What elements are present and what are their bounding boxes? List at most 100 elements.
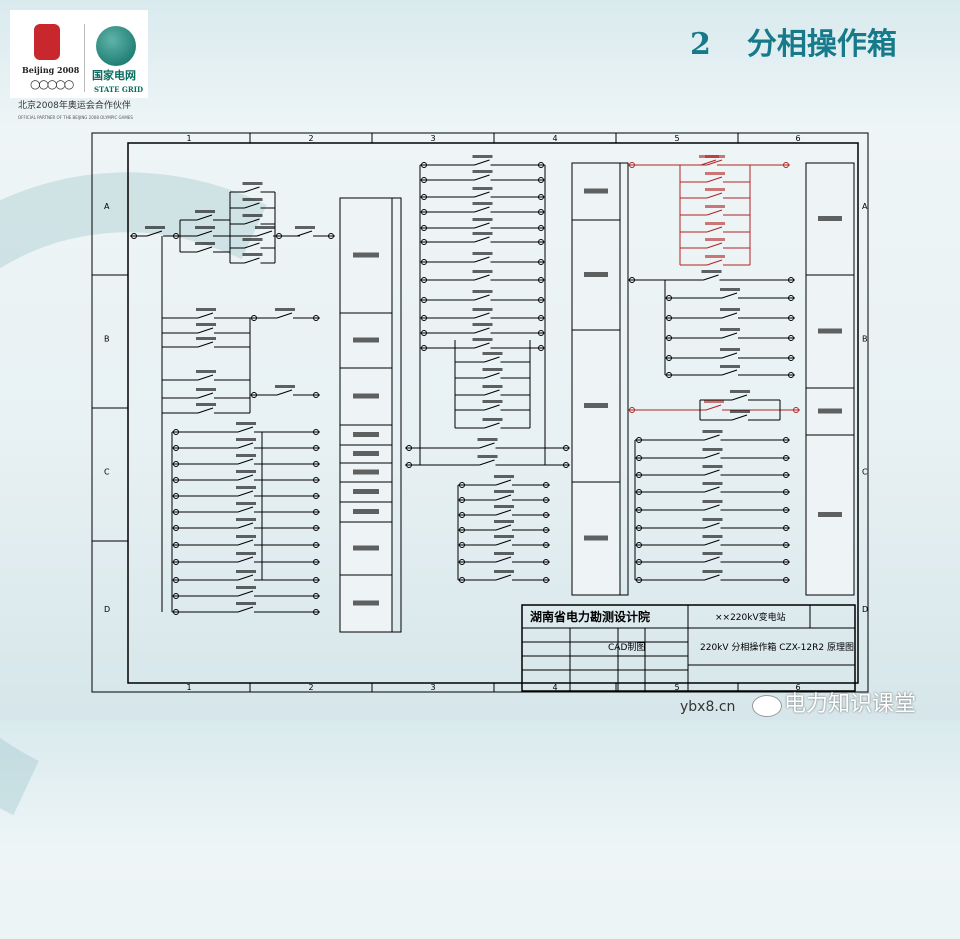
contact-row	[420, 218, 545, 231]
terminal-icon	[313, 315, 319, 321]
contact-icon	[484, 404, 500, 411]
contact-label	[705, 205, 725, 208]
terminal-icon	[328, 233, 334, 239]
contact-row	[130, 226, 180, 239]
state-grid-en: STATE GRID	[94, 85, 144, 94]
contact-row	[665, 365, 795, 378]
contact-row	[635, 552, 790, 565]
contact-icon	[484, 356, 500, 363]
contact-row	[172, 502, 320, 515]
terminal-icon	[543, 512, 549, 518]
contact-icon	[484, 372, 500, 379]
terminal-icon	[788, 372, 794, 378]
function-box-col2	[339, 367, 393, 426]
contact-icon	[197, 341, 214, 348]
terminal-icon	[313, 429, 319, 435]
terminal-icon	[636, 525, 642, 531]
contact-row	[635, 430, 790, 443]
contact-icon	[474, 222, 490, 229]
contact-row	[172, 535, 320, 548]
contact-label	[494, 552, 514, 555]
column-label-bottom-6: 6	[795, 683, 800, 692]
contact-label	[494, 475, 514, 478]
contact-label	[702, 430, 723, 433]
terminal-icon	[788, 315, 794, 321]
terminal-icon	[666, 372, 672, 378]
contact-row	[172, 470, 320, 483]
terminal-icon	[459, 527, 465, 533]
contact-label	[236, 422, 256, 425]
terminal-icon	[543, 527, 549, 533]
terminal-icon	[783, 437, 789, 443]
contact-row	[458, 505, 550, 518]
contact-icon	[704, 522, 720, 529]
contact-label	[236, 470, 256, 473]
row-label-right-A: A	[862, 202, 868, 211]
contact-label	[295, 226, 315, 229]
contact-icon	[721, 292, 738, 299]
contact-label	[472, 170, 493, 173]
contact-icon	[706, 226, 723, 233]
contact-icon	[197, 312, 214, 319]
contact-row	[458, 570, 550, 583]
terminal-icon	[276, 233, 282, 239]
contact-row	[665, 328, 795, 341]
contact-row	[665, 348, 795, 361]
contact-label	[255, 226, 275, 229]
contact-icon	[703, 274, 719, 281]
contact-row	[162, 323, 250, 334]
terminal-icon	[788, 295, 794, 301]
contact-row	[455, 368, 530, 379]
terminal-icon	[421, 239, 427, 245]
terminal-icon	[538, 225, 544, 231]
contact-row	[420, 308, 545, 321]
function-box-col2	[339, 501, 393, 523]
contact-icon	[706, 209, 723, 216]
terminal-icon	[313, 525, 319, 531]
terminal-icon	[459, 542, 465, 548]
terminal-icon	[543, 542, 549, 548]
terminal-icon	[783, 507, 789, 513]
contact-label	[472, 308, 493, 311]
contact-row	[230, 253, 275, 264]
contact-label	[702, 518, 723, 521]
contact-row	[250, 308, 320, 321]
terminal-icon	[538, 259, 544, 265]
function-box-col4-cell-label	[584, 188, 608, 194]
contact-row	[680, 155, 750, 166]
ladder-circuits	[130, 155, 800, 615]
function-box-col4	[571, 329, 621, 483]
contact-row	[455, 385, 530, 396]
contact-icon	[704, 574, 720, 581]
contact-label	[472, 323, 493, 326]
terminal-icon	[173, 609, 179, 615]
terminal-icon	[313, 493, 319, 499]
function-box-col4	[571, 481, 621, 596]
contact-icon	[196, 230, 213, 237]
column-label-bottom-2: 2	[308, 683, 313, 692]
terminal-icon	[173, 559, 179, 565]
terminal-icon	[459, 497, 465, 503]
row-label-D: D	[104, 605, 110, 614]
terminal-icon	[538, 330, 544, 336]
contact-row	[665, 288, 795, 301]
terminal-icon	[173, 461, 179, 467]
terminal-icon	[666, 315, 672, 321]
partner-text-en: OFFICIAL PARTNER OF THE BEIJING 2008 OLY…	[18, 115, 133, 120]
contact-row	[405, 455, 570, 468]
function-box-col4-cell-label	[584, 403, 608, 408]
terminal-icon	[173, 493, 179, 499]
contact-icon	[706, 176, 723, 183]
terminal-icon	[313, 593, 319, 599]
contact-icon	[237, 506, 254, 513]
contact-icon	[197, 327, 214, 334]
contact-row	[458, 520, 550, 533]
contact-icon	[479, 442, 495, 449]
contact-label	[236, 518, 256, 521]
contact-label	[705, 255, 725, 258]
terminal-icon	[563, 445, 569, 451]
title-block-project: ××220kV变电站	[715, 611, 786, 623]
terminal-icon	[313, 577, 319, 583]
contact-label	[196, 403, 216, 406]
contact-icon	[474, 159, 490, 166]
